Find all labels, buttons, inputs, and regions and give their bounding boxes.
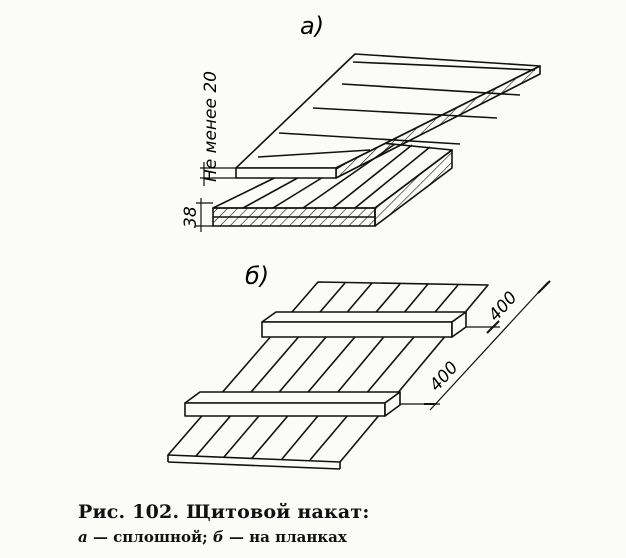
dimensions-a <box>196 162 236 232</box>
bottom-layer-side-edge <box>374 149 453 227</box>
dimensions-b <box>400 280 551 411</box>
caption-b-text: — на планках <box>223 528 347 546</box>
caption-a-letter: а <box>78 528 88 546</box>
dimension-400-top: 400 <box>485 288 522 325</box>
caption-b-letter: б <box>212 528 224 546</box>
label-a: а) <box>300 12 324 40</box>
upper-slat <box>261 311 467 323</box>
caption-legend: а — сплошной; б — на планках <box>78 526 598 548</box>
dimension-not-less-20: Не менее 20 <box>201 71 221 182</box>
top-layer-front-edge <box>235 167 337 179</box>
dimension-38: 38 <box>181 206 201 228</box>
lower-slat <box>184 391 401 404</box>
dimension-400-bottom: 400 <box>426 358 463 395</box>
drawing-b-on-slats <box>167 281 489 470</box>
caption-a-text: — сплошной; <box>87 528 213 546</box>
figure-caption: Рис. 102. Щитовой накат: а — сплошной; б… <box>78 500 598 548</box>
caption-title: Рис. 102. Щитовой накат: <box>78 501 370 523</box>
drawing-a-solid <box>212 53 541 227</box>
label-b: б) <box>245 262 269 290</box>
shield-roll-drawing: Не менее 20 38 а) б) 400 <box>167 12 551 470</box>
